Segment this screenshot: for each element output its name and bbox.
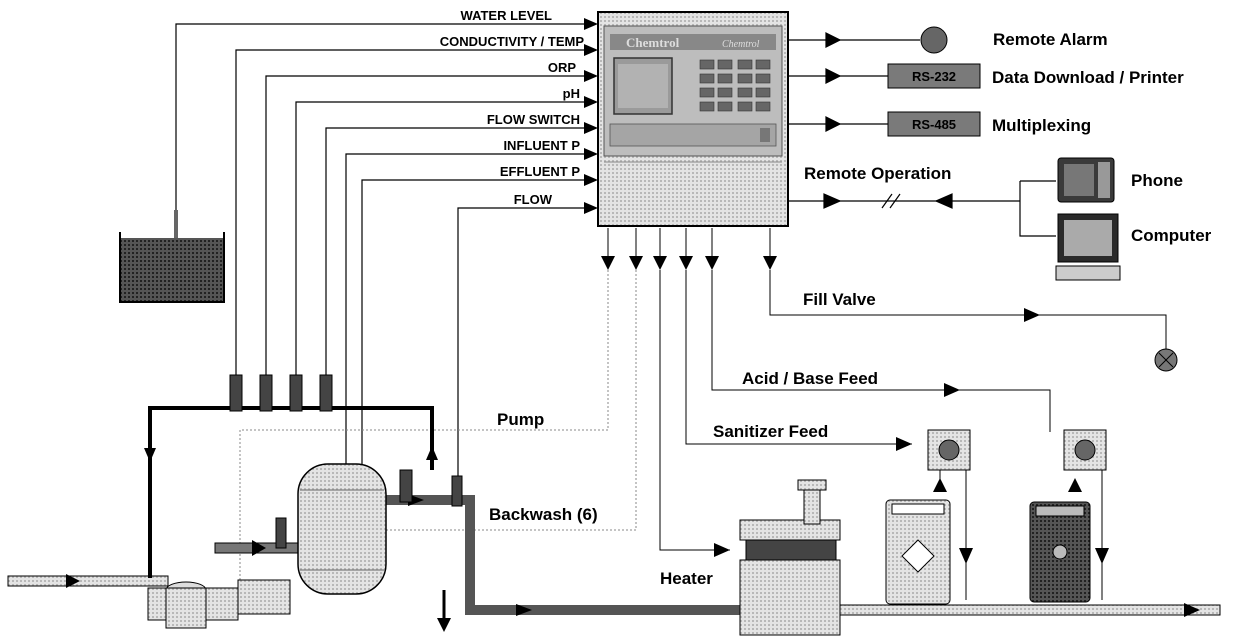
label-conductivity-temp: CONDUCTIVITY / TEMP (440, 34, 585, 49)
rs485-box (887, 111, 981, 137)
controller-keypad (699, 59, 771, 112)
remote-operation-link (788, 180, 1056, 237)
heater-unit (739, 479, 841, 636)
rs485-label: RS-485 (912, 117, 956, 132)
label-acid-base-feed: Acid / Base Feed (742, 369, 878, 388)
label-ph: pH (563, 86, 580, 101)
label-flow-switch: FLOW SWITCH (487, 112, 580, 127)
label-orp: ORP (548, 60, 577, 75)
control-output-lines (239, 228, 1167, 590)
label-heater: Heater (660, 569, 713, 588)
controller-unit: Chemtrol Chemtrol (597, 11, 789, 227)
rs232-box (887, 63, 981, 89)
label-water-level: WATER LEVEL (461, 8, 553, 23)
control-output-arrows (601, 256, 777, 270)
label-flow: FLOW (514, 192, 553, 207)
feed-arrows (714, 308, 1040, 557)
label-phone: Phone (1131, 171, 1183, 190)
label-remote-alarm: Remote Alarm (993, 30, 1108, 49)
water-tank (119, 210, 225, 303)
controller-header-bar (610, 34, 776, 50)
input-lines (175, 23, 596, 480)
label-effluent-p: EFFLUENT P (500, 164, 580, 179)
label-remote-operation: Remote Operation (804, 164, 951, 183)
label-fill-valve: Fill Valve (803, 290, 876, 309)
rs232-label: RS-232 (912, 69, 956, 84)
remote-alarm-icon (920, 26, 948, 54)
label-sanitizer-feed: Sanitizer Feed (713, 422, 828, 441)
label-backwash: Backwash (6) (489, 505, 598, 524)
label-influent-p: INFLUENT P (503, 138, 580, 153)
label-data-download: Data Download / Printer (992, 68, 1184, 87)
phone-icon (1057, 157, 1115, 203)
controller-model: Chemtrol (722, 39, 760, 50)
sanitizer-feed-pump (885, 429, 973, 605)
acid-feed-pump (1029, 429, 1109, 603)
input-arrows (584, 18, 598, 214)
label-pump: Pump (497, 410, 544, 429)
filter-tank (297, 463, 387, 595)
controller-brand: Chemtrol (626, 35, 680, 50)
label-multiplexing: Multiplexing (992, 116, 1091, 135)
computer-icon (1055, 213, 1121, 281)
output-links (788, 32, 920, 132)
label-computer: Computer (1131, 226, 1212, 245)
pump-icon (147, 579, 291, 629)
